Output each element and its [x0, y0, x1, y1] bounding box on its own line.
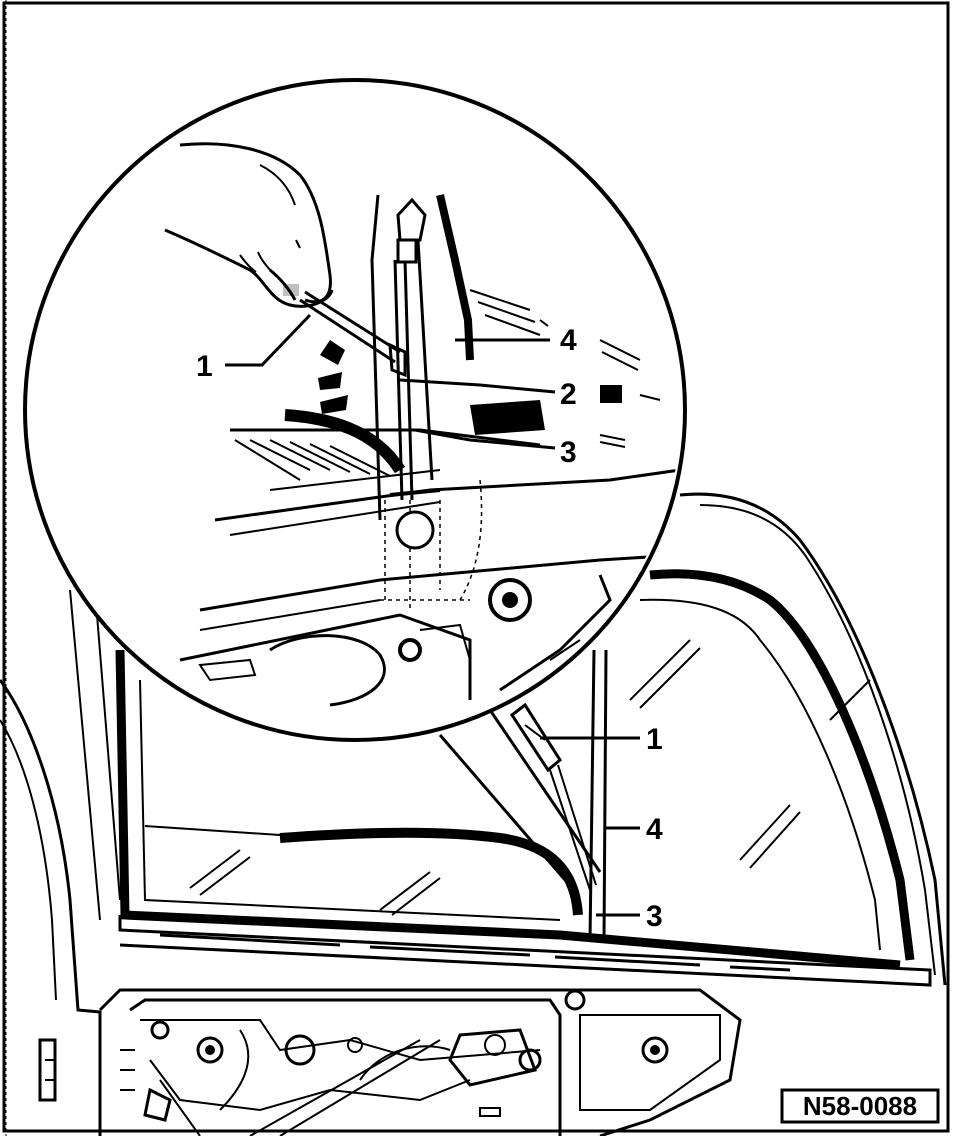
hand-illustration: [164, 142, 334, 308]
overview-leader-lines: [540, 736, 640, 917]
regulator-mechanism: [120, 1019, 542, 1136]
detail-callout-1: 1: [196, 350, 213, 383]
door-overview: [0, 492, 947, 1136]
figure-code: N58-0088: [803, 1091, 917, 1121]
detail-leader-lines: [225, 313, 556, 450]
detail-circle: [23, 78, 687, 742]
shelf-hatch: [249, 439, 391, 477]
figure-code-box: N58-0088: [780, 1088, 940, 1124]
detail-callout-4: 4: [560, 324, 577, 357]
detail-glass-hatch: [469, 289, 661, 448]
magnifier-pointer: [438, 709, 602, 896]
detail-callout-3: 3: [560, 436, 577, 469]
overview-callout-1: 1: [646, 723, 663, 756]
overview-callout-3: 3: [646, 900, 663, 933]
sill-segments: [159, 933, 791, 972]
overview-callout-4: 4: [646, 813, 663, 846]
glass-hatch-marks: [189, 639, 871, 916]
detail-magnifier: [23, 78, 687, 896]
detail-callout-2: 2: [560, 378, 577, 411]
